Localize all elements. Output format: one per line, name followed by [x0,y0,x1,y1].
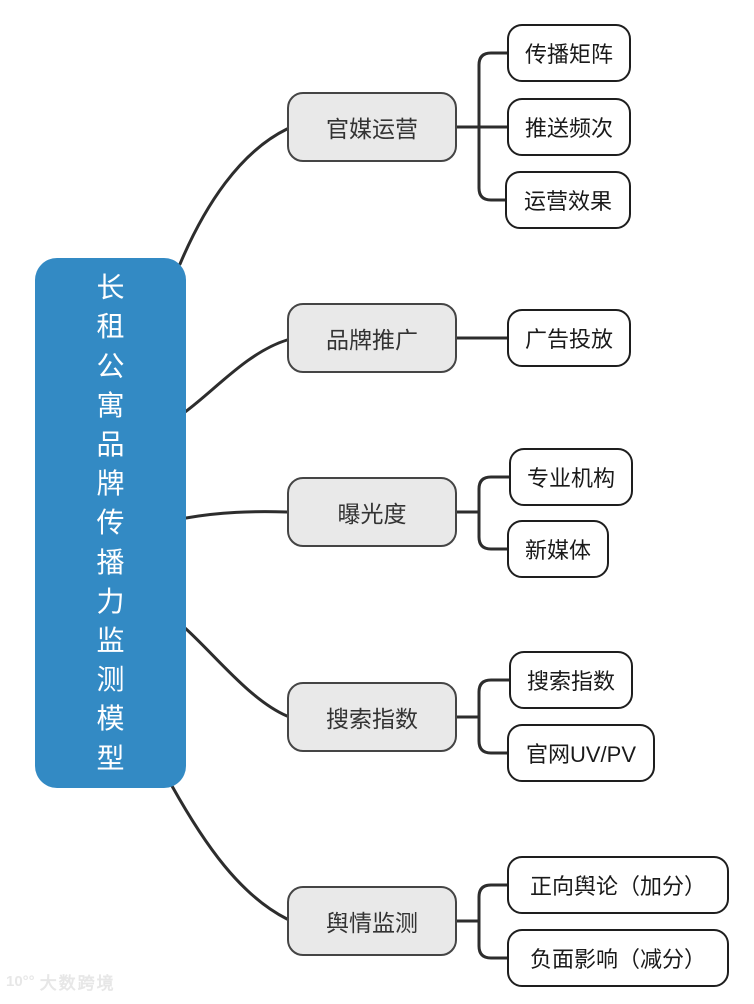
leaf-node-label: 正向舆论（加分） [529,874,706,899]
connector-root-to-branch-3 [184,510,289,520]
connector-branch-4-to-leaf-2 [477,715,509,755]
leaf-node-ad-placement[interactable]: 广告投放 [507,309,631,367]
leaf-node-website-uv-pv[interactable]: 官网UV/PV [507,724,655,782]
branch-node-label: 舆情监测 [326,910,418,936]
watermark: 10°° 大数跨境 [6,969,116,994]
connector-branch-3-to-leaf-2 [477,510,509,551]
leaf-node-search-index[interactable]: 搜索指数 [509,651,633,709]
watermark-text: 大数跨境 [39,974,116,993]
leaf-node-push-frequency[interactable]: 推送频次 [507,98,631,156]
branch-node-brand-promotion[interactable]: 品牌推广 [287,303,457,373]
connector-root-to-branch-4 [183,626,289,718]
branch-node-exposure[interactable]: 曝光度 [287,477,457,547]
connector-root-to-branch-5 [170,784,289,921]
leaf-node-label: 传播矩阵 [524,42,613,67]
leaf-node-communication-matrix[interactable]: 传播矩阵 [507,24,631,82]
leaf-node-label: 运营效果 [523,189,612,214]
leaf-node-label: 搜索指数 [526,669,615,694]
connector-branch-5-to-leaf-1 [477,883,509,923]
leaf-node-label: 广告投放 [524,327,613,352]
leaf-node-label: 推送频次 [524,116,613,141]
branch-node-sentiment-monitoring[interactable]: 舆情监测 [287,886,457,956]
connector-branch-4-to-leaf-1 [477,678,511,719]
leaf-node-operation-effect[interactable]: 运营效果 [505,171,631,229]
leaf-node-new-media[interactable]: 新媒体 [507,520,609,578]
leaf-node-positive-opinion[interactable]: 正向舆论（加分） [507,856,729,914]
branch-node-label: 搜索指数 [326,706,418,732]
root-node-label: 长租公寓品牌传播力监测模型 [96,272,125,774]
branch-node-label: 品牌推广 [326,327,418,353]
branch-node-label: 官媒运营 [326,116,418,142]
leaf-node-label: 专业机构 [526,466,615,491]
branch-node-search-index[interactable]: 搜索指数 [287,682,457,752]
leaf-node-negative-impact[interactable]: 负面影响（减分） [507,929,729,987]
branch-node-official-media-operation[interactable]: 官媒运营 [287,92,457,162]
connector-branch-3-to-leaf-1 [477,475,511,514]
branch-node-label: 曝光度 [337,501,407,527]
leaf-node-label: 官网UV/PV [525,742,637,767]
watermark-logo-icon: 10°° [6,973,35,990]
leaf-node-professional-institutions[interactable]: 专业机构 [509,448,633,506]
root-node[interactable]: 长租公寓品牌传播力监测模型 [35,258,186,788]
connector-branch-1-to-leaf-3 [477,125,507,202]
leaf-node-label: 新媒体 [524,538,591,563]
connector-branch-1-to-leaf-1 [477,51,509,129]
connector-branch-5-to-leaf-2 [477,919,509,960]
connector-root-to-branch-1 [178,127,289,266]
leaf-node-label: 负面影响（减分） [529,947,706,972]
connector-root-to-branch-2 [183,338,289,414]
